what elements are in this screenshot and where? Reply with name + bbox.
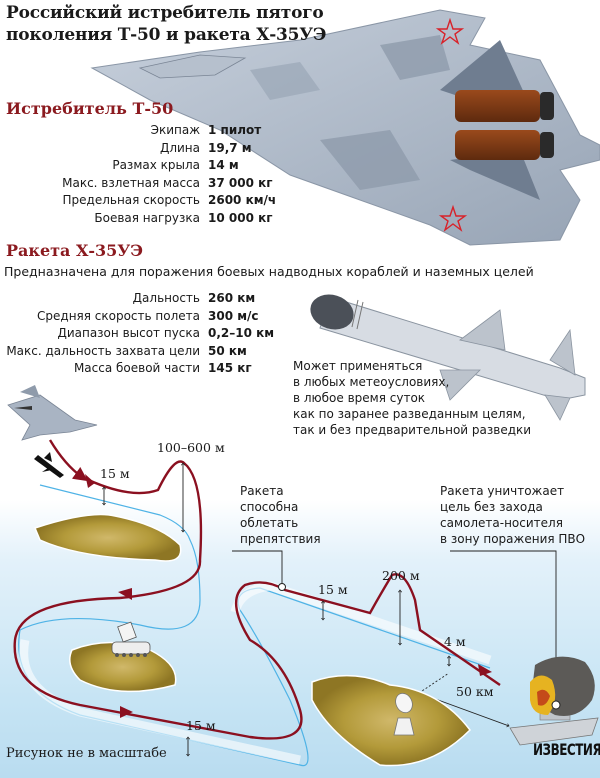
spec-value: 145 кг — [208, 361, 252, 375]
spec-row: Средняя скорость полета 300 м/с — [0, 308, 274, 326]
callout-line: цель без захода — [440, 500, 543, 514]
note-line: Может применяться — [293, 359, 423, 373]
spec-value: 37 000 кг — [208, 175, 273, 190]
fighter-jet-icon — [7, 385, 98, 441]
spec-label: Размах крыла — [112, 158, 200, 172]
callout-strike: Ракета уничтожает цель без захода самоле… — [440, 483, 585, 547]
missile-icon — [34, 452, 64, 478]
dimension-terminal: 4 м — [444, 634, 466, 649]
spec-value: 19,7 м — [208, 140, 252, 155]
spec-label: Боевая нагрузка — [94, 210, 200, 225]
spec-row: Длина 19,7 м — [0, 140, 276, 158]
spec-label: Макс. дальность захвата цели — [6, 343, 200, 358]
spec-label: Длина — [159, 140, 200, 155]
dimension-first-low: 15 м — [100, 466, 130, 481]
spec-label: Масса боевой части — [73, 361, 200, 375]
missile-heading: Ракета Х-35УЭ — [6, 241, 144, 260]
fighter-heading: Истребитель Т-50 — [6, 99, 174, 118]
note-line: как по заранее разведанным целям, — [293, 407, 526, 421]
spec-value: 10 000 кг — [208, 210, 273, 225]
dimension-second-low: 15 м — [318, 582, 348, 597]
spec-value: 14 м — [208, 158, 239, 172]
missile-spec-table: Дальность 260 км Средняя скорость полета 3… — [0, 290, 274, 378]
tank-launcher-icon — [111, 621, 151, 657]
page-title: Российский истребитель пятого поколения … — [6, 2, 326, 46]
scale-note: Рисунок не в масштабе — [6, 746, 167, 761]
callout-obstacle: Ракета способна облетать препятствия — [240, 483, 321, 547]
spec-row: Макс. взлетная масса 37 000 кг — [0, 175, 276, 193]
explosion-icon — [530, 656, 595, 716]
spec-row: Боевая нагрузка 10 000 кг — [0, 210, 276, 228]
radar-dish-icon — [393, 692, 415, 736]
fighter-spec-table: Экипаж 1 пилот Длина 19,7 м Размах крыла 14… — [0, 122, 276, 227]
missile-capability-note: Может применяться в любых метеоусловиях,… — [293, 358, 531, 438]
missile-trajectory — [13, 439, 501, 740]
callout-line: Ракета уничтожает — [440, 484, 565, 498]
spec-row: Предельная скорость 2600 км/ч — [0, 192, 277, 210]
callout-line: в зону поражения ПВО — [440, 532, 586, 546]
spec-value: 1 пилот — [208, 123, 262, 137]
spec-row: Размах крыла 14 м — [0, 157, 276, 175]
spec-label: Диапазон высот пуска — [57, 326, 200, 340]
spec-value: 260 км — [208, 291, 256, 305]
note-line: в любое время суток — [293, 391, 426, 405]
callout-line: препятствия — [240, 532, 321, 546]
dimension-hop: 200 м — [382, 568, 420, 583]
note-line: в любых метеоусловиях, — [293, 375, 450, 389]
dimension-climb: 100–600 м — [157, 440, 225, 455]
spec-label: Предельная скорость — [62, 193, 200, 207]
title-line-1: Российский истребитель пятого — [6, 3, 324, 23]
spec-label: Средняя скорость полета — [37, 308, 200, 323]
callout-line: самолета-носителя — [440, 516, 563, 530]
spec-row: Экипаж 1 пилот — [0, 122, 276, 140]
spec-value: 300 м/с — [208, 308, 259, 323]
missile-purpose: Предназначена для поражения боевых надво… — [4, 264, 534, 279]
note-line: так и без предварительной разведки — [293, 423, 532, 437]
spec-row: Диапазон высот пуска 0,2–10 км — [0, 325, 274, 343]
callout-line: способна — [240, 500, 299, 514]
dimension-seeker-range: 50 км — [456, 684, 494, 699]
spec-value: 0,2–10 км — [208, 326, 275, 340]
fighter-jet-illustration — [90, 9, 600, 246]
spec-label: Макс. взлетная масса — [62, 175, 200, 190]
spec-value: 2600 км/ч — [208, 193, 277, 207]
source-logo: ИЗВЕСТИЯ — [533, 740, 600, 759]
spec-row: Масса боевой части 145 кг — [0, 360, 274, 378]
trajectory-direction-arrows — [85, 474, 492, 718]
title-line-2: поколения Т-50 и ракета Х-35УЭ — [6, 25, 327, 45]
callout-line: облетать — [240, 516, 299, 530]
spec-label: Дальность — [132, 291, 200, 305]
red-star-icon — [435, 17, 468, 232]
spec-row: Дальность 260 км — [0, 290, 274, 308]
spec-row: Макс. дальность захвата цели 50 км — [0, 343, 274, 361]
missile-illustration — [310, 294, 586, 421]
dimension-lower-low: 15 м — [186, 718, 216, 733]
spec-label: Экипаж — [150, 123, 200, 137]
callout-line: Ракета — [240, 484, 284, 498]
spec-value: 50 км — [208, 343, 247, 358]
